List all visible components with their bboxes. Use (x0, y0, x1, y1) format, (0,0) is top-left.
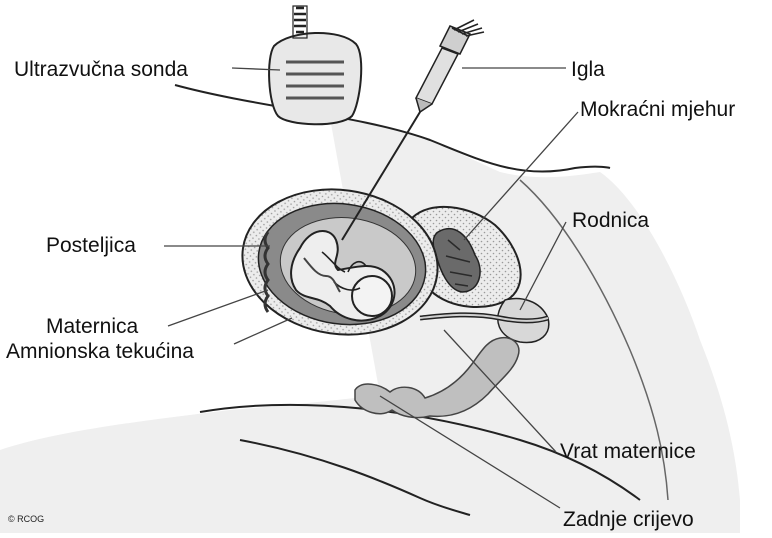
label-needle: Igla (571, 59, 605, 80)
label-vagina: Rodnica (572, 210, 649, 231)
ultrasound-probe-cable (294, 8, 306, 32)
leader-uterus (168, 290, 268, 326)
label-amniotic-fluid: Amnionska tekućina (6, 341, 194, 362)
label-bladder: Mokraćni mjehur (580, 99, 735, 120)
leader-amniotic (234, 318, 292, 344)
label-ultrasound-probe: Ultrazvučna sonda (14, 59, 188, 80)
syringe-barrel (416, 48, 458, 104)
label-rectum: Zadnje crijevo (563, 509, 694, 530)
label-cervix: Vrat maternice (560, 441, 696, 462)
label-placenta: Posteljica (46, 235, 136, 256)
ultrasound-probe-body (269, 33, 361, 124)
fetus-head (352, 276, 392, 316)
label-uterus: Maternica (46, 316, 138, 337)
copyright-notice: © RCOG (8, 514, 44, 524)
